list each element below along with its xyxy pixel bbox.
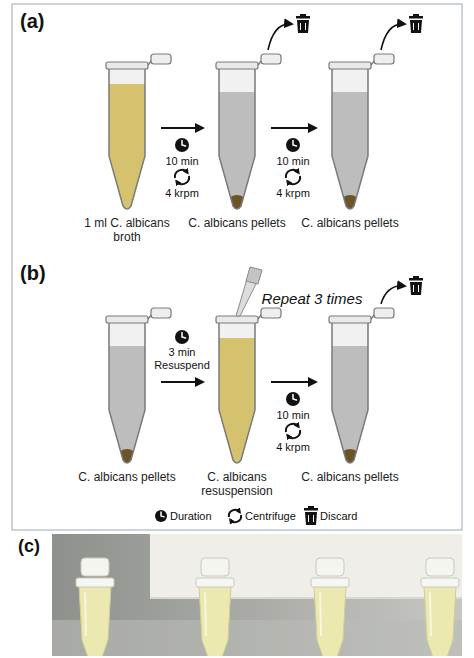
step-label: 10 min bbox=[276, 409, 309, 422]
tube-illustration bbox=[329, 308, 394, 486]
tube-node: 1 ml C. albicans broth bbox=[97, 52, 157, 216]
figure-border bbox=[12, 4, 462, 530]
centrifuge-icon bbox=[286, 424, 300, 438]
centrifuge-icon bbox=[286, 170, 300, 184]
clock-icon bbox=[175, 138, 189, 152]
step-label: 4 krpm bbox=[165, 187, 199, 200]
step-label: 10 min bbox=[276, 155, 309, 168]
tube-node: C. albicans pellets bbox=[207, 52, 267, 216]
step-label: 4 krpm bbox=[276, 441, 310, 454]
discard-arrow bbox=[381, 24, 405, 50]
panel-label: (b) bbox=[20, 262, 46, 285]
trash-icon bbox=[409, 14, 423, 33]
clock-icon bbox=[175, 330, 189, 344]
pipette-tip bbox=[236, 267, 262, 316]
tube-node: C. albicans pellets bbox=[320, 306, 380, 470]
tube-illustration bbox=[216, 54, 281, 232]
centrifuge-icon bbox=[175, 170, 189, 184]
discard-arrow bbox=[381, 286, 405, 304]
process-arrow bbox=[161, 127, 203, 129]
tube-illustration bbox=[106, 54, 171, 224]
legend-text: Duration bbox=[170, 510, 212, 523]
clock-icon bbox=[286, 138, 300, 152]
tube-caption: C. albicans pellets bbox=[185, 216, 289, 230]
tube-caption: C. albicans pellets bbox=[298, 216, 402, 230]
tube-node: C. albicans resuspension bbox=[207, 306, 267, 470]
centrifuge-icon bbox=[229, 510, 241, 522]
legend-text: Centrifuge bbox=[245, 510, 296, 523]
step-label: 3 min bbox=[169, 346, 196, 359]
clock-icon bbox=[286, 392, 300, 406]
tube-illustration bbox=[106, 308, 171, 486]
tube-caption: C. albicans pellets bbox=[298, 470, 402, 484]
tube-caption: 1 ml C. albicans broth bbox=[75, 216, 179, 244]
process-arrow bbox=[271, 381, 316, 383]
step-label: 10 min bbox=[165, 155, 198, 168]
trash-icon bbox=[304, 506, 318, 525]
note-label: Repeat 3 times bbox=[262, 290, 363, 307]
trash-icon bbox=[296, 14, 310, 33]
process-arrow bbox=[271, 127, 316, 129]
trash-icon bbox=[409, 276, 423, 295]
discard-arrow bbox=[268, 24, 292, 50]
legend-text: Discard bbox=[320, 510, 357, 523]
process-arrow bbox=[161, 381, 203, 383]
tube-node: C. albicans pellets bbox=[320, 52, 380, 216]
tube-illustration bbox=[329, 54, 394, 232]
step-label: 4 krpm bbox=[276, 187, 310, 200]
tube-illustration bbox=[216, 308, 281, 478]
tube-caption: C. albicans resuspension bbox=[185, 470, 289, 498]
tube-node: C. albicans pellets bbox=[97, 306, 157, 470]
clock-icon bbox=[155, 510, 167, 522]
panel-label: (a) bbox=[20, 10, 44, 33]
panel-label: (c) bbox=[18, 536, 40, 557]
step-label: Resuspend bbox=[154, 359, 210, 372]
photo bbox=[52, 534, 462, 656]
tube-caption: C. albicans pellets bbox=[75, 470, 179, 484]
